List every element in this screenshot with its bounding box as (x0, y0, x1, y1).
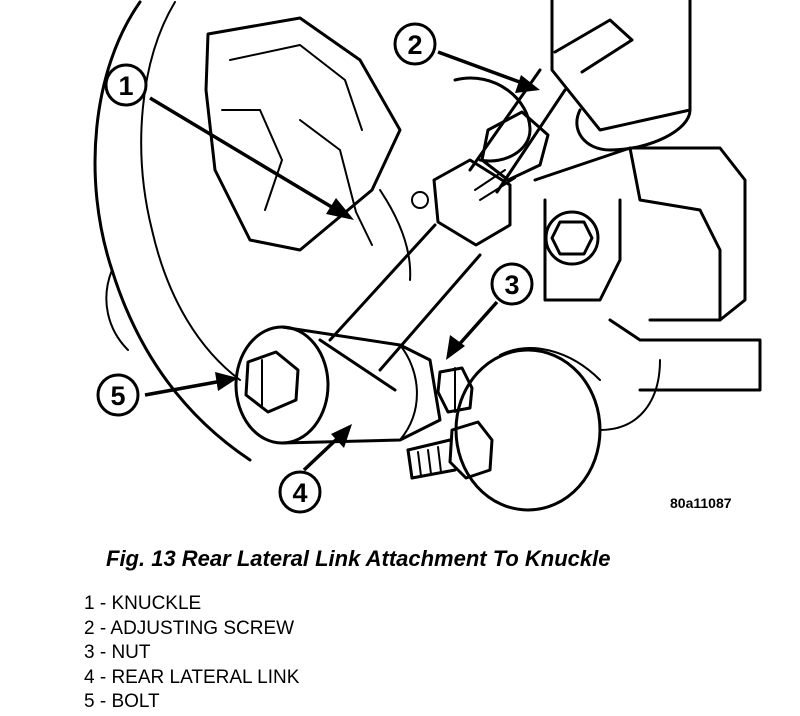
callout-1-number: 1 (118, 71, 133, 101)
callout-1: 1 (104, 63, 354, 220)
parts-legend: 1 - KNUCKLE 2 - ADJUSTING SCREW 3 - NUT … (84, 592, 299, 715)
bracket-bolt (544, 210, 600, 266)
nut-drawing (436, 366, 474, 414)
suspension-illustration: 1 2 3 4 5 80a11087 (93, 0, 762, 514)
callout-3-number: 3 (504, 270, 519, 300)
legend-item: 1 - KNUCKLE (84, 593, 202, 614)
legend-item: 2 - ADJUSTING SCREW (84, 617, 295, 639)
legend-item: 3 - NUT (84, 642, 151, 663)
knuckle-drawing (204, 16, 429, 281)
callout-4-number: 4 (292, 478, 307, 508)
lower-stud (406, 420, 494, 480)
legend-item: 4 - REAR LATERAL LINK (84, 666, 300, 688)
upper-mount (453, 0, 692, 163)
callout-4: 4 (278, 424, 352, 514)
figure-caption: Fig. 13 Rear Lateral Link Attachment To … (106, 546, 611, 571)
lateral-link-rod (318, 158, 512, 392)
callout-2-number: 2 (407, 30, 422, 60)
callout-2: 2 (393, 22, 540, 93)
callout-5-number: 5 (110, 381, 125, 411)
rotor-backing-plate (93, 0, 252, 462)
callout-3: 3 (446, 262, 534, 360)
lateral-link-body (234, 325, 442, 445)
callout-5: 5 (96, 372, 238, 417)
mounting-bracket (533, 146, 762, 392)
outer-bushing (454, 347, 602, 512)
bolt-drawing (244, 350, 300, 414)
legend-item: 5 - BOLT (84, 691, 160, 712)
figure-code: 80a11087 (670, 495, 732, 511)
